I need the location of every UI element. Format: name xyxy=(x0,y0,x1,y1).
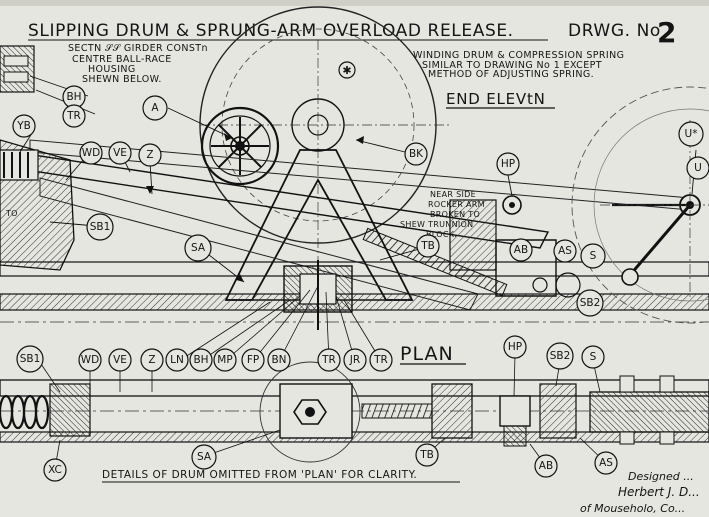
callout-s: S xyxy=(590,250,597,262)
base-beam-upper xyxy=(0,261,709,277)
plan-callout-ab: AB xyxy=(539,460,553,472)
drawing-title: SLIPPING DRUM & SPRUNG-ARM OVERLOAD RELE… xyxy=(28,21,514,41)
callout-tr: TR xyxy=(66,110,81,122)
end-elevation-heading: END ELEVtN xyxy=(446,90,546,108)
callout-ab: AB xyxy=(514,244,528,256)
plan-callout-bn: BN xyxy=(271,354,286,366)
rocker-note-line4: SHEW TRUNNION xyxy=(400,220,473,229)
plan-callout-hp: HP xyxy=(508,341,522,353)
winding-note-line1: WINDING DRUM & COMPRESSION SPRING xyxy=(413,50,624,61)
winding-note-line2: SIMILAR TO DRAWING No 1 EXCEPT xyxy=(422,60,602,71)
callout-u-star: U* xyxy=(685,128,698,140)
plan-callout-ve: VE xyxy=(113,354,127,366)
rocker-note-line3: BROKEN TO xyxy=(430,210,480,219)
plan-callout-fp: FP xyxy=(247,354,259,366)
callout-labels: A BH TR YB WD VE Z BK SB1 SA TB HP AB AS… xyxy=(16,91,702,476)
callout-z: Z xyxy=(146,149,153,161)
plan-callout-as: AS xyxy=(599,457,613,469)
signature-line3: of Mouseholo, Co... xyxy=(580,502,685,515)
drawing-number: 2 xyxy=(657,16,676,49)
signature-line1: Designed ... xyxy=(628,470,694,483)
star-marker-icon xyxy=(338,61,356,79)
callout-bk: BK xyxy=(409,148,424,160)
to-fragment: TO xyxy=(5,209,18,218)
base-beam-lower xyxy=(0,293,709,311)
plan-callout-tr1: TR xyxy=(321,354,336,366)
plan-right-assembly xyxy=(589,391,709,433)
plan-threaded-rod xyxy=(361,403,433,419)
drum-omitted-note: DETAILS OF DRUM OMITTED FROM 'PLAN' FOR … xyxy=(102,469,417,481)
plan-coil-spring xyxy=(0,394,50,430)
plan-callout-sb1: SB1 xyxy=(20,353,41,365)
plan-callout-xc: XC xyxy=(48,464,62,476)
section-note-line4: SHEWN BELOW. xyxy=(82,74,162,85)
callout-bh: BH xyxy=(66,91,81,103)
callout-sa: SA xyxy=(191,242,206,254)
callout-u: U xyxy=(694,162,702,174)
sprung-arm xyxy=(0,149,550,249)
plan-callout-jr: JR xyxy=(349,354,360,366)
rocker-note-line2: ROCKER ARM xyxy=(428,200,485,209)
drive-wheel xyxy=(200,106,280,186)
plan-callout-wd: WD xyxy=(81,354,99,366)
callout-ve: VE xyxy=(113,147,127,159)
top-left-bracket xyxy=(0,45,35,93)
rocker-arm-broken xyxy=(449,199,497,271)
plan-callout-tr2: TR xyxy=(373,354,388,366)
section-note-line1: SECTN 𝒮𝒮 GIRDER CONSTn xyxy=(68,43,208,54)
rocker-note-line5: BLOCK. xyxy=(426,230,457,239)
drawing-number-label: DRWG. No xyxy=(568,21,661,41)
plan-callout-mp: MP xyxy=(217,354,232,366)
adjusting-screw xyxy=(362,227,508,297)
designer-signature: Designed ... Herbert J. D... of Mousehol… xyxy=(580,470,700,515)
rocker-note-line1: NEAR SIDE xyxy=(430,190,476,199)
right-wheel-outline xyxy=(571,86,709,324)
plan-girder-top xyxy=(0,379,709,397)
svg-text:✱: ✱ xyxy=(342,64,351,77)
callout-a: A xyxy=(151,102,159,114)
plan-drum-circle xyxy=(259,361,361,463)
plan-callout-s: S xyxy=(590,351,597,363)
callout-sb2: SB2 xyxy=(580,297,601,309)
signature-line2: Herbert J. D... xyxy=(618,485,700,499)
section-note-line2: CENTRE BALL-RACE xyxy=(72,54,172,65)
plan-callout-z: Z xyxy=(148,354,155,366)
section-note-line3: HOUSING xyxy=(88,64,136,75)
callout-hp: HP xyxy=(501,158,515,170)
plan-girder-bottom xyxy=(0,431,709,443)
plan-callout-sa: SA xyxy=(197,451,212,463)
callout-wd: WD xyxy=(82,147,100,159)
plan-callout-sb2: SB2 xyxy=(550,350,571,362)
trunnion-block xyxy=(495,239,557,297)
plan-callout-ln: LN xyxy=(170,354,184,366)
callout-tb: TB xyxy=(420,240,435,252)
callout-as: AS xyxy=(558,245,572,257)
winding-note-line3: METHOD OF ADJUSTING SPRING. xyxy=(428,69,594,80)
plan-callout-bh: BH xyxy=(193,354,208,366)
plan-callout-tb: TB xyxy=(419,449,434,461)
callout-sb1: SB1 xyxy=(90,221,111,233)
callout-yb: YB xyxy=(16,120,31,132)
plan-heading: PLAN xyxy=(400,343,454,365)
